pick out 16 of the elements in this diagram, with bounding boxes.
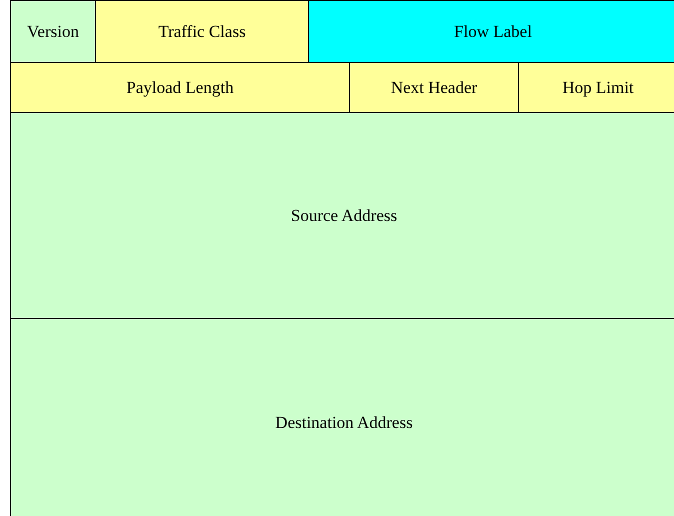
header-field-cell — [349, 62, 519, 113]
field-name: Destination Address — [275, 413, 413, 433]
header-field-cell — [10, 318, 674, 516]
field-name: Next Header — [390, 78, 478, 98]
header-field-cell — [518, 62, 674, 113]
field-name: Version — [27, 22, 79, 42]
field-name: Source Address — [290, 206, 398, 226]
field-name: Hop Limit — [562, 78, 634, 98]
header-field-cell — [10, 112, 674, 319]
field-name: Payload Length — [126, 78, 234, 98]
header-field-cell — [308, 0, 674, 63]
header-field-cell — [10, 62, 350, 113]
header-field-cell — [95, 0, 309, 63]
field-name: Traffic Class — [158, 22, 246, 42]
header-field-cell — [10, 0, 96, 63]
field-name: Flow Label — [454, 22, 532, 42]
